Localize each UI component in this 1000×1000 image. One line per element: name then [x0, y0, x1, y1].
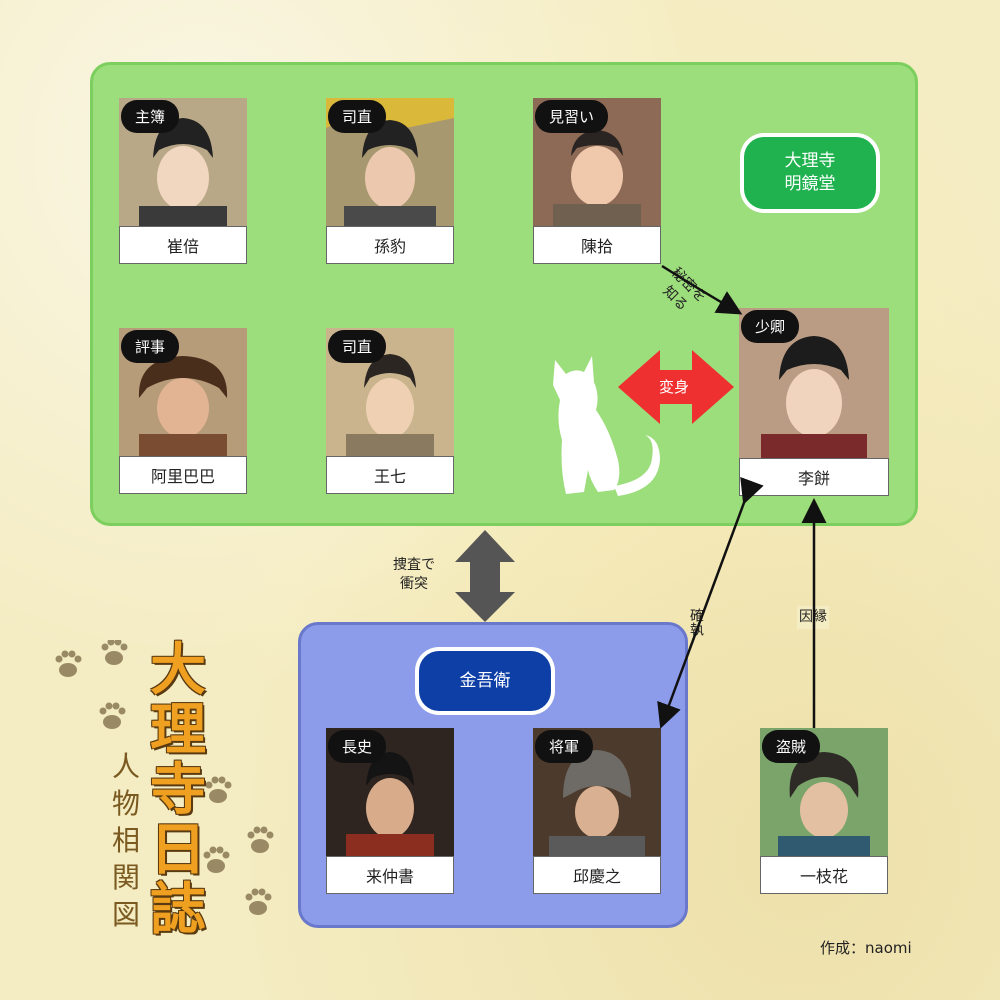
card-sai-bai[interactable]: 主簿 崔倍 [119, 98, 247, 264]
feud-label: 確執 [687, 608, 704, 636]
portrait-o-shichi: 司直 [326, 328, 454, 456]
transform-label: 変身 [659, 378, 690, 396]
card-chin-shu[interactable]: 見習い 陳拾 [533, 98, 661, 264]
paw-icon [55, 650, 82, 677]
paw-icon [245, 888, 272, 915]
subtitle-char: 関 [112, 861, 141, 894]
role-badge: 司直 [328, 100, 387, 133]
card-son-hyo[interactable]: 司直 孫豹 [326, 98, 454, 264]
card-ri-hei[interactable]: 少卿 李餅 [739, 308, 889, 496]
card-rai-chusho[interactable]: 長史 来仲書 [326, 728, 454, 894]
name-box: 崔倍 [119, 226, 247, 264]
name-box: 来仲書 [326, 856, 454, 894]
role-badge: 司直 [328, 330, 387, 363]
paw-icon [247, 826, 274, 853]
portrait-alibaba: 評事 [119, 328, 247, 456]
title-char: 誌 [150, 877, 206, 943]
author-credit: 作成：naomi [820, 939, 912, 957]
name-box: 孫豹 [326, 226, 454, 264]
role-badge: 見習い [535, 100, 609, 133]
role-badge: 評事 [121, 330, 180, 363]
fate-label: 因縁 [797, 606, 829, 629]
name-box: 李餅 [739, 458, 889, 496]
name-box: 邱慶之 [533, 856, 661, 894]
title-char: 日 [150, 817, 206, 883]
portrait-sai-bai: 主簿 [119, 98, 247, 226]
role-badge: 主簿 [121, 100, 180, 133]
clash-label-line2: 衝突 [400, 575, 428, 592]
clash-label: 捜査で 衝突 [393, 556, 435, 594]
paw-prints [55, 640, 274, 915]
card-kyu-keishi[interactable]: 将軍 邱慶之 [533, 728, 661, 894]
paw-icon [101, 640, 128, 665]
subtitle-char: 図 [112, 898, 141, 931]
title-char: 大 [150, 637, 206, 703]
portrait-kyu-keishi: 将軍 [533, 728, 661, 856]
portrait-ichishika: 盗賊 [760, 728, 888, 856]
subtitle-char: 人 [112, 750, 141, 783]
portrait-chin-shu: 見習い [533, 98, 661, 226]
clash-label-line1: 捜査で [393, 557, 435, 573]
name-box: 陳拾 [533, 226, 661, 264]
kingoei-label-text: 金吾衛 [459, 670, 511, 691]
paw-icon [203, 846, 230, 873]
dairiji-label: 大理寺 明鏡堂 [740, 133, 880, 213]
role-badge: 将軍 [535, 730, 594, 763]
subtitle-char: 相 [112, 824, 141, 857]
kingoei-label: 金吾衛 [415, 647, 555, 715]
clash-arrow [455, 530, 515, 622]
dairiji-label-line1: 大理寺 [784, 151, 836, 172]
portrait-rai-chusho: 長史 [326, 728, 454, 856]
name-box: 阿里巴巴 [119, 456, 247, 494]
card-alibaba[interactable]: 評事 阿里巴巴 [119, 328, 247, 494]
paw-icon [205, 776, 232, 803]
subtitle-char: 物 [112, 787, 141, 820]
card-ichishika[interactable]: 盗賊 一枝花 [760, 728, 888, 894]
dairiji-label-line2: 明鏡堂 [784, 174, 836, 194]
name-box: 王七 [326, 456, 454, 494]
title-char: 理 [150, 697, 206, 763]
portrait-ri-hei: 少卿 [739, 308, 889, 458]
title-char: 寺 [150, 757, 206, 823]
role-badge: 少卿 [741, 310, 800, 343]
paw-icon [99, 702, 126, 729]
role-badge: 長史 [328, 730, 387, 763]
card-o-shichi[interactable]: 司直 王七 [326, 328, 454, 494]
portrait-son-hyo: 司直 [326, 98, 454, 226]
name-box: 一枝花 [760, 856, 888, 894]
role-badge: 盗賊 [762, 730, 821, 763]
